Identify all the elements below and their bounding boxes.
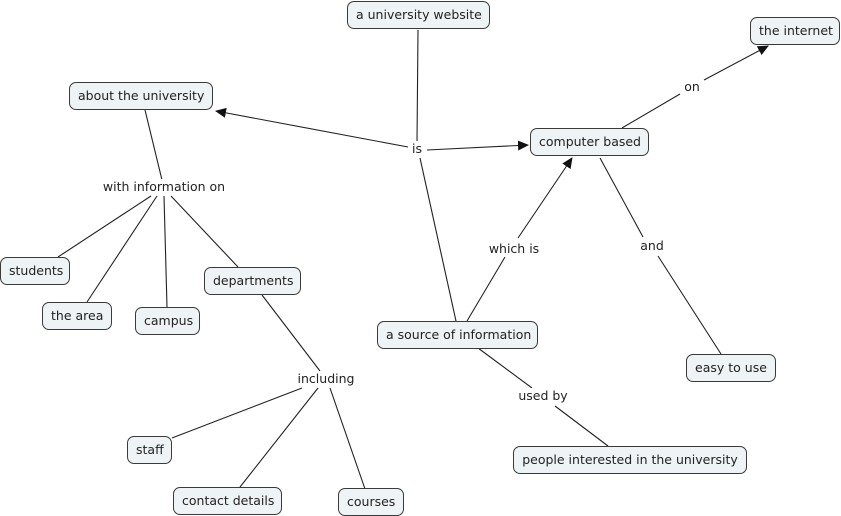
line-on-internet bbox=[703, 45, 769, 81]
concept-departments[interactable]: departments bbox=[204, 267, 301, 295]
line-computer-and bbox=[599, 157, 644, 238]
link-label-and: and bbox=[638, 238, 666, 254]
link-label-which-is: which is bbox=[486, 241, 542, 257]
line-computer-on bbox=[621, 93, 681, 129]
line-withinfo-students bbox=[57, 195, 152, 258]
line-source-whichis bbox=[466, 256, 506, 322]
line-is-about bbox=[215, 107, 409, 148]
line-whichis-computer bbox=[517, 157, 573, 239]
concept-students[interactable]: students bbox=[0, 257, 70, 285]
line-withinfo-area bbox=[86, 195, 158, 303]
concept-easy-to-use[interactable]: easy to use bbox=[686, 354, 776, 382]
concept-courses[interactable]: courses bbox=[338, 488, 404, 516]
line-about-withinfo bbox=[144, 109, 163, 181]
link-label-is: is bbox=[410, 141, 424, 157]
concept-staff[interactable]: staff bbox=[127, 436, 172, 464]
concept-university-website[interactable]: a university website bbox=[347, 1, 490, 29]
line-including-contact bbox=[239, 387, 319, 488]
line-source-usedby bbox=[477, 347, 533, 389]
line-departments-including bbox=[261, 294, 321, 372]
concept-campus[interactable]: campus bbox=[135, 307, 200, 335]
concept-the-internet[interactable]: the internet bbox=[750, 17, 840, 45]
concept-source-of-information[interactable]: a source of information bbox=[377, 321, 538, 349]
line-usedby-people bbox=[554, 405, 609, 447]
link-label-used-by: used by bbox=[516, 388, 570, 404]
line-is-computer bbox=[426, 140, 529, 151]
link-label-including: including bbox=[295, 371, 357, 387]
line-and-easy bbox=[657, 255, 722, 355]
link-label-with-information-on: with information on bbox=[100, 179, 228, 195]
line-including-staff bbox=[171, 387, 303, 439]
line-withinfo-departments bbox=[170, 195, 239, 268]
concept-about-the-university[interactable]: about the university bbox=[69, 82, 213, 110]
concept-people-interested[interactable]: people interested in the university bbox=[513, 446, 747, 474]
link-label-on: on bbox=[682, 79, 702, 95]
concept-the-area[interactable]: the area bbox=[42, 302, 112, 330]
line-website-is bbox=[416, 29, 419, 143]
concept-contact-details[interactable]: contact details bbox=[173, 487, 282, 515]
line-withinfo-campus bbox=[163, 195, 168, 308]
line-is-source bbox=[419, 157, 457, 322]
concept-computer-based[interactable]: computer based bbox=[530, 128, 649, 156]
line-including-courses bbox=[329, 387, 366, 490]
